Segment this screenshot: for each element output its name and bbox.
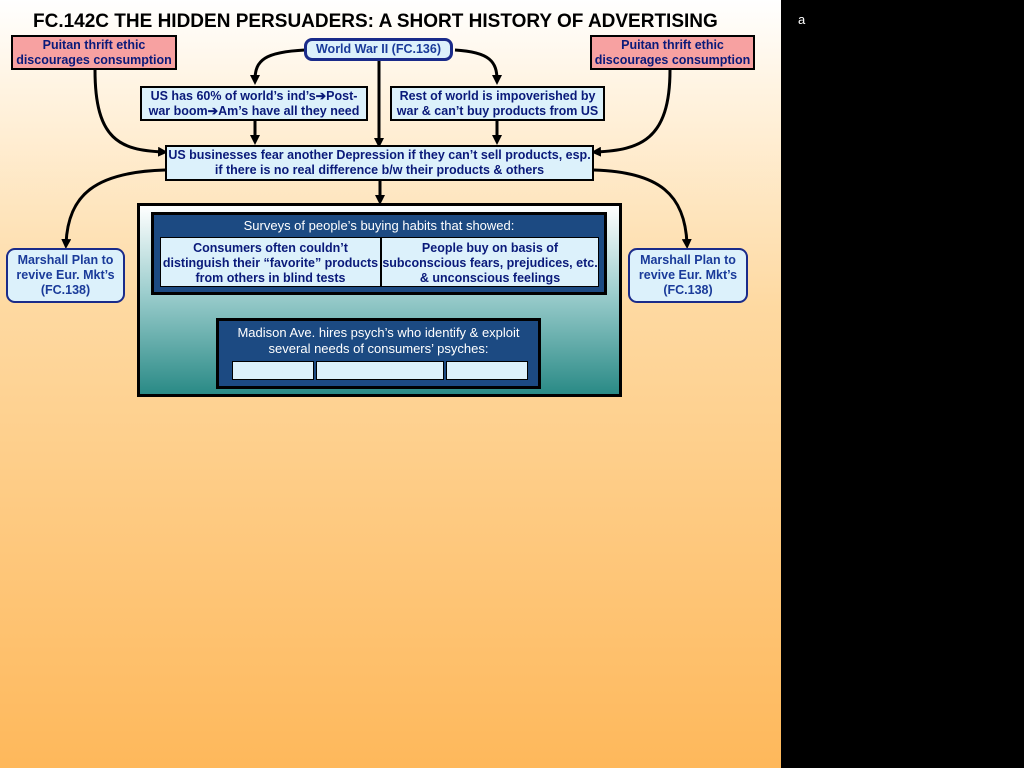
page-title: FC.142C THE HIDDEN PERSUADERS: A SHORT H…: [33, 11, 718, 32]
surveys-title: Surveys of people’s buying habits that s…: [243, 218, 515, 233]
marshall-plan-right-box: Marshall Plan to revive Eur. Mkt’s (FC.1…: [628, 248, 748, 303]
rest-of-world-box: Rest of world is impoverished by war & c…: [390, 86, 605, 121]
need-conformity: Conformity: [232, 361, 314, 380]
puritan-ethic-left-box: Puitan thrift ethic discourages consumpt…: [11, 35, 177, 70]
surveys-box: Surveys of people’s buying habits that s…: [151, 212, 607, 295]
puritan-ethic-right-box: Puitan thrift ethic discourages consumpt…: [590, 35, 755, 70]
madison-ave-box: Madison Ave. hires psych’s who identify …: [216, 318, 541, 389]
madison-ave-title: Madison Ave. hires psych’s who identify …: [237, 325, 520, 356]
us-60-percent-box: US has 60% of world’s ind’s➔Post-war boo…: [140, 86, 368, 121]
arrow-fear-to-marshall-right: [593, 168, 692, 249]
arrow-puritan-left-to-fear: [93, 69, 168, 157]
arrow-ww2-to-rest: [454, 48, 502, 85]
marshall-plan-left-box: Marshall Plan to revive Eur. Mkt’s (FC.1…: [6, 248, 125, 303]
need-security: Security: [446, 361, 528, 380]
arrow-ww2-to-us60: [250, 48, 306, 85]
side-mark: a: [798, 12, 806, 27]
survey-finding-blind-tests: Consumers often couldn’t distinguish the…: [160, 237, 381, 287]
fear-depression-box: US businesses fear another Depression if…: [165, 145, 594, 181]
world-war-ii-box: World War II (FC.136): [304, 38, 453, 61]
arrow-puritan-right-to-fear: [591, 69, 672, 157]
survey-finding-subconscious: People buy on basis of subconscious fear…: [381, 237, 599, 287]
need-oral-gratification: Oral gratification: [316, 361, 444, 380]
slide: FC.142C THE HIDDEN PERSUADERS: A SHORT H…: [0, 0, 781, 768]
arrow-fear-to-marshall-left: [61, 168, 166, 249]
